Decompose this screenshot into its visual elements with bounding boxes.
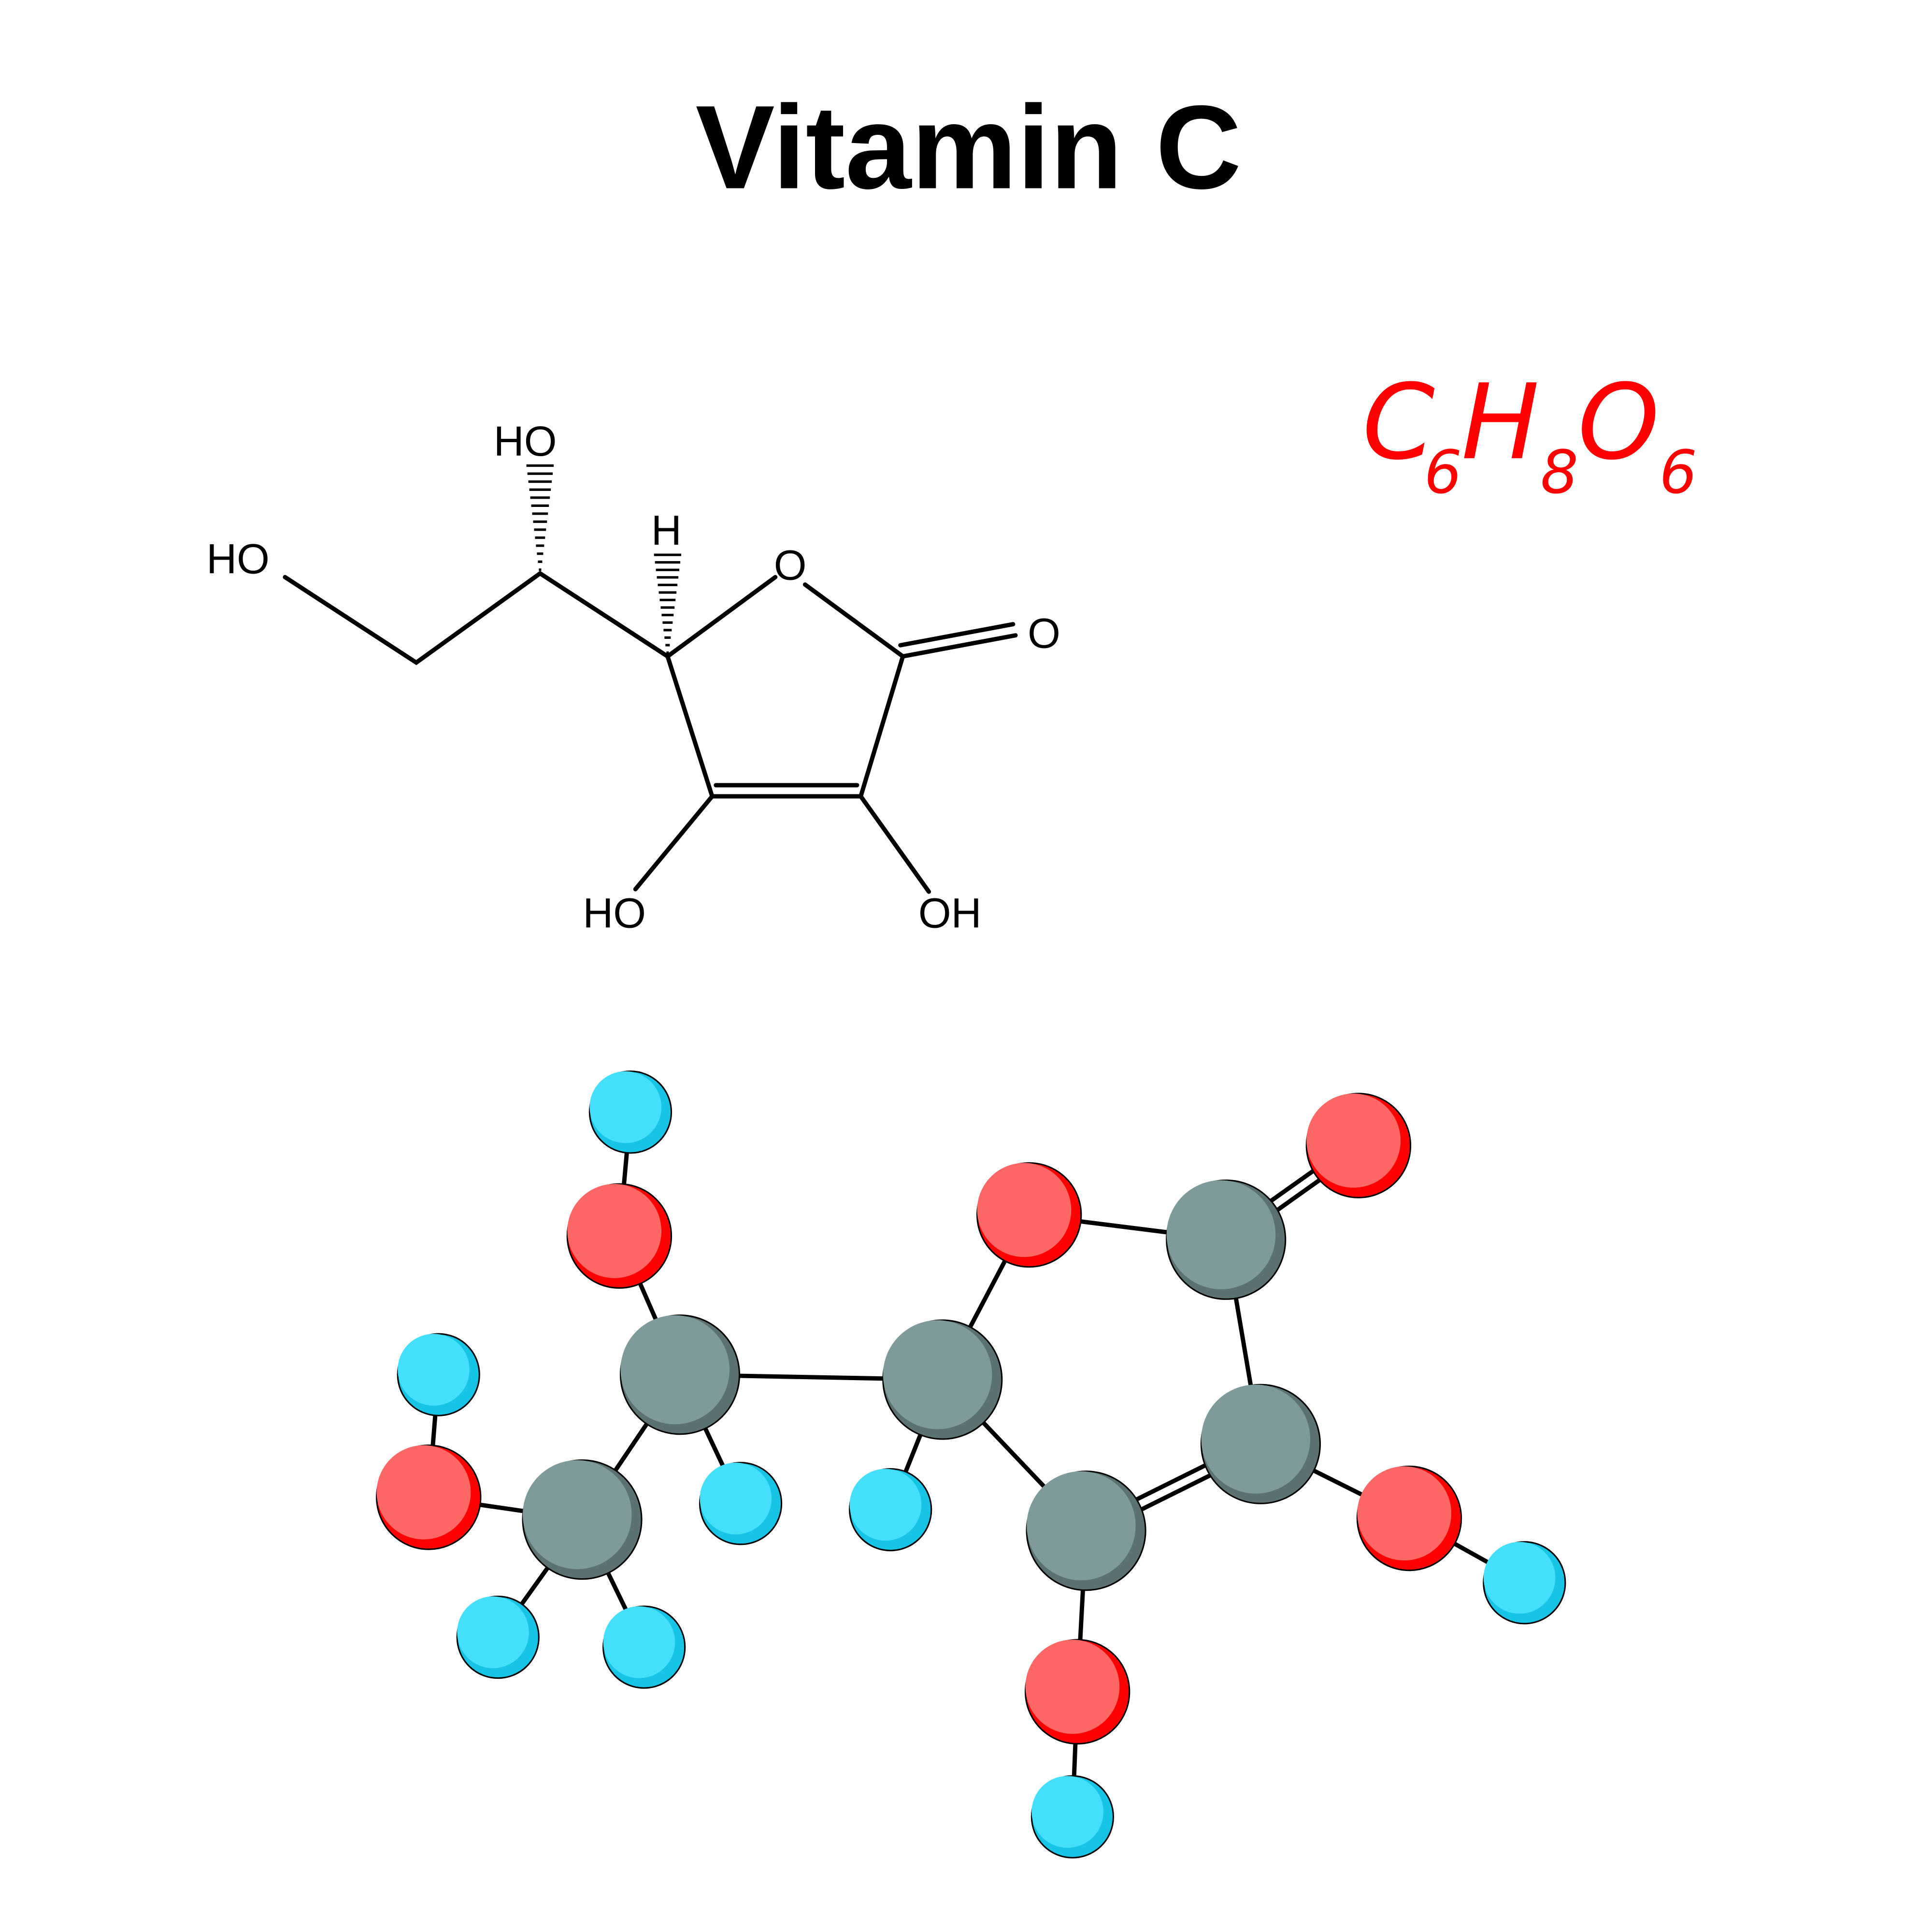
oxygen-atom [1356, 1465, 1462, 1572]
atom-highlight [1201, 1384, 1310, 1494]
hydrogen-atom [456, 1595, 540, 1679]
ball-stick-atoms [376, 1070, 1566, 1859]
atom-highlight [603, 1606, 675, 1678]
oxygen-atom [976, 1162, 1082, 1268]
hydrogen-atom [602, 1605, 686, 1689]
label-oh-bottom: OH [918, 890, 982, 937]
atom-highlight [567, 1184, 662, 1278]
label-ho-left: HO [206, 536, 270, 583]
label-o-ring: O [774, 542, 807, 589]
atom-highlight [1031, 1776, 1103, 1848]
hydrogen-atom [1030, 1775, 1115, 1859]
label-ho-top: HO [494, 418, 557, 465]
oxygen-atom [1024, 1639, 1131, 1745]
atom-highlight [523, 1460, 632, 1570]
hashed-wedge-h [654, 553, 682, 654]
oxygen-atom [376, 1444, 482, 1550]
carbon-atom [1026, 1471, 1146, 1591]
atom-highlight [620, 1315, 730, 1425]
oxygen-atom [1305, 1093, 1412, 1198]
atom-highlight [1027, 1471, 1136, 1581]
formula-o-count: 6 [1660, 438, 1697, 507]
atom-highlight [700, 1462, 772, 1535]
atom-highlight [883, 1320, 992, 1429]
bond-carbonyl-2 [898, 622, 1016, 648]
formula-c-count: 6 [1424, 438, 1462, 507]
hydrogen-atom [588, 1070, 673, 1154]
hydrogen-atom [1483, 1541, 1566, 1625]
atom-highlight [376, 1445, 471, 1540]
formula-h: H [1461, 361, 1540, 483]
formula-h-count: 8 [1541, 438, 1578, 507]
atom-highlight [1306, 1093, 1401, 1188]
molecular-formula: C 6 H 8 O 6 [1362, 361, 1697, 507]
label-o-carbonyl: O [1028, 610, 1060, 657]
formula-o: O [1578, 361, 1660, 483]
bond-oh-left [633, 794, 715, 892]
bond-oh-right [859, 794, 931, 894]
oxygen-atom [566, 1183, 673, 1289]
hydrogen-atom [699, 1462, 783, 1545]
bond-carbonyl [901, 633, 1018, 659]
hashed-wedge-ho [526, 464, 554, 571]
structural-formula: HO HO H O O HO OH [206, 418, 1060, 937]
formula-c: C [1362, 361, 1435, 483]
atom-highlight [849, 1469, 922, 1541]
carbon-atom [619, 1314, 741, 1435]
carbon-atom [522, 1459, 643, 1580]
hydrogen-atom [849, 1468, 932, 1552]
carbon-atom [1166, 1179, 1287, 1300]
atom-highlight [398, 1334, 470, 1406]
bond-ring-right [802, 582, 906, 799]
hydrogen-atom [397, 1333, 480, 1416]
atom-highlight [589, 1071, 662, 1143]
atom-highlight [977, 1163, 1072, 1257]
atom-highlight [457, 1596, 529, 1669]
label-ho-bottom: HO [583, 890, 646, 937]
atom-highlight [1025, 1640, 1120, 1734]
carbon-atom [1200, 1384, 1321, 1504]
bond-chain [283, 571, 778, 665]
atom-highlight [1166, 1180, 1276, 1289]
atom-highlight [1357, 1466, 1452, 1561]
carbon-atom [882, 1319, 1003, 1440]
bond-ring-left [665, 654, 715, 799]
title: Vitamin C [696, 81, 1242, 214]
label-h-top: H [651, 507, 682, 554]
atom-highlight [1483, 1542, 1556, 1614]
